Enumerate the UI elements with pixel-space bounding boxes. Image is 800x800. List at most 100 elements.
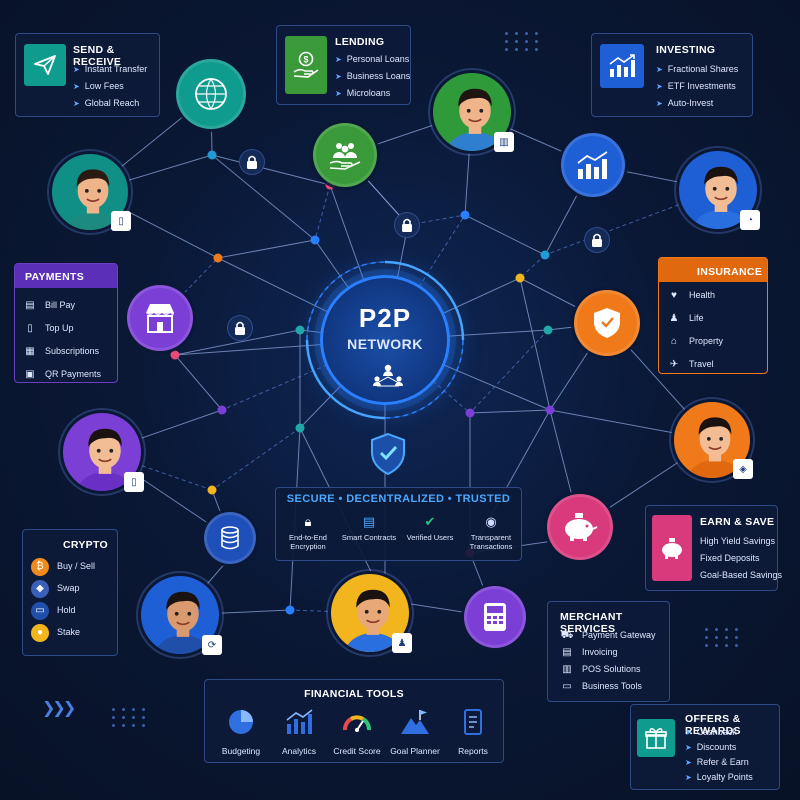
tool-analytics[interactable]: Analytics — [269, 708, 329, 756]
list-item[interactable]: ➤ETF Investments — [656, 81, 736, 91]
list-item[interactable]: ➤Global Reach — [73, 98, 140, 108]
security-panel[interactable]: SECURE • DECENTRALIZED • TRUSTED 🔒︎ End-… — [275, 487, 522, 561]
swap-badge-icon: ⟳ — [202, 635, 222, 655]
financial-tools-panel[interactable]: FINANCIAL TOOLS Budgeting Analytics Cred… — [204, 679, 504, 763]
network-node-dot — [460, 210, 470, 220]
list-item[interactable]: ▤Invoicing — [560, 644, 656, 661]
trust-item-verified[interactable]: ✔ Verified Users — [400, 514, 460, 542]
payments-node[interactable] — [127, 285, 193, 351]
list-item[interactable]: ♟Life — [667, 307, 723, 330]
shield-icon — [594, 308, 620, 338]
tool-budgeting[interactable]: Budgeting — [211, 708, 271, 756]
list-item[interactable]: ₿Buy / Sell — [31, 555, 95, 577]
clock-badge-icon: ◔ — [740, 210, 760, 230]
p2p-network-hub[interactable]: P2P NETWORK — [320, 275, 450, 405]
offers-rewards-panel[interactable]: OFFERS & REWARDS ➤Cashback ➤Discounts ➤R… — [630, 704, 780, 790]
list-item[interactable]: ▦Subscriptions — [23, 340, 101, 363]
list-item[interactable]: ➤Auto-Invest — [656, 98, 714, 108]
invoice-icon: ▤ — [562, 647, 572, 658]
investing-panel[interactable]: INVESTING ➤Fractional Shares ➤ETF Invest… — [591, 33, 753, 117]
list-item[interactable]: ▥POS Solutions — [560, 661, 656, 678]
paper-plane-icon — [24, 44, 66, 86]
payments-list: ▤Bill Pay ▯Top Up ▦Subscriptions ▣QR Pay… — [23, 294, 101, 386]
trust-item-transparent[interactable]: ◉ Transparent Transactions — [461, 514, 521, 551]
tool-credit-score[interactable]: Credit Score — [327, 708, 387, 756]
list-item[interactable]: ⌂Property — [667, 330, 723, 353]
merchant-services-panel[interactable]: MERCHANT SERVICES ⛟Payment Gateway ▤Invo… — [547, 601, 670, 702]
svg-text:$: $ — [303, 55, 308, 65]
list-item[interactable]: ➤Microloans — [335, 88, 391, 98]
network-node-dot — [207, 485, 217, 495]
list-item[interactable]: ▣QR Payments — [23, 363, 101, 386]
trust-item-label: Smart Contracts — [341, 533, 397, 542]
globe-node[interactable] — [176, 59, 246, 129]
crypto-node[interactable] — [204, 512, 256, 564]
gift-icon — [637, 719, 675, 757]
people-network-icon — [373, 364, 403, 387]
tool-reports[interactable]: Reports — [443, 708, 503, 756]
house-icon: ⌂ — [670, 336, 678, 347]
list-item[interactable]: ➤Instant Transfer — [73, 64, 148, 74]
merchant-node[interactable] — [464, 586, 526, 648]
list-item[interactable]: ⛟Payment Gateway — [560, 627, 656, 644]
user-avatar-5[interactable] — [671, 399, 753, 481]
stake-coin-icon: ● — [31, 624, 49, 642]
insurance-panel[interactable]: INSURANCE ♥Health ♟Life ⌂Property ✈Trave… — [658, 257, 768, 374]
list-item[interactable]: ✈Travel — [667, 353, 723, 376]
list-item[interactable]: ●Stake — [31, 621, 95, 643]
person-avatar-icon — [344, 589, 402, 652]
send-receive-list: ➤Instant Transfer ➤Low Fees ➤Global Reac… — [73, 61, 147, 112]
group-hand-icon — [329, 143, 361, 170]
lending-node[interactable] — [313, 123, 377, 187]
person-avatar-icon — [446, 88, 504, 151]
shield-badge-icon: ◈ — [733, 459, 753, 479]
send-receive-panel[interactable]: SEND & RECEIVE ➤Instant Transfer ➤Low Fe… — [15, 33, 160, 117]
mobile-badge-icon: ▯ — [124, 472, 144, 492]
list-item[interactable]: ➤Loyalty Points — [685, 772, 753, 782]
list-item[interactable]: ➤Business Loans — [335, 71, 411, 81]
send-receive-title: SEND & RECEIVE — [73, 44, 122, 68]
list-item[interactable]: ➤Personal Loans — [335, 54, 410, 64]
trust-item-encryption[interactable]: 🔒︎ End-to-End Encryption — [278, 514, 338, 551]
earn-save-title: EARN & SAVE — [700, 516, 775, 528]
list-item[interactable]: ▤Bill Pay — [23, 294, 101, 317]
savings-node[interactable] — [547, 494, 613, 560]
crypto-panel[interactable]: CRYPTO ₿Buy / Sell ◆Swap ▭Hold ●Stake — [22, 529, 118, 656]
network-link — [519, 254, 546, 279]
list-item[interactable]: ▯Top Up — [23, 317, 101, 340]
payments-panel[interactable]: PAYMENTS ▤Bill Pay ▯Top Up ▦Subscription… — [14, 263, 118, 383]
savings-piggy-icon — [652, 515, 692, 581]
merchant-list: ⛟Payment Gateway ▤Invoicing ▥POS Solutio… — [560, 627, 656, 695]
network-node-dot — [543, 325, 553, 335]
lending-panel[interactable]: $ LENDING ➤Personal Loans ➤Business Loan… — [276, 25, 411, 105]
list-item[interactable]: ➤Discounts — [685, 742, 737, 752]
list-item[interactable]: ◆Swap — [31, 577, 95, 599]
group-badge-icon: ♟ — [392, 633, 412, 653]
earn-save-panel[interactable]: EARN & SAVE High Yield Savings Fixed Dep… — [645, 505, 782, 591]
tool-goal-planner[interactable]: Goal Planner — [385, 708, 445, 756]
network-link — [314, 184, 331, 241]
list-item[interactable]: ♥Health — [667, 284, 723, 307]
list-item[interactable]: ▭Business Tools — [560, 678, 656, 695]
insurance-node[interactable] — [574, 290, 640, 356]
lock-icon: 🔒︎ — [304, 514, 312, 529]
list-item[interactable]: ➤Fractional Shares — [656, 64, 739, 74]
user-avatar-7[interactable] — [328, 571, 412, 655]
piggy-bank-icon — [565, 513, 598, 541]
list-item[interactable]: High Yield Savings — [700, 536, 776, 546]
list-item[interactable]: ➤Refer & Earn — [685, 757, 749, 767]
list-item[interactable]: Fixed Deposits — [700, 553, 760, 563]
earn-save-list: High Yield Savings Fixed Deposits Goal-B… — [700, 533, 782, 584]
list-item[interactable]: ➤Cashback — [685, 727, 737, 737]
list-item[interactable]: Goal-Based Savings — [700, 570, 783, 580]
list-item[interactable]: ➤Low Fees — [73, 81, 124, 91]
payments-header — [15, 264, 117, 288]
decorative-dots — [705, 628, 740, 647]
network-node-dot — [545, 405, 555, 415]
subscription-icon: ▦ — [25, 346, 35, 357]
list-item[interactable]: ▭Hold — [31, 599, 95, 621]
chevrons-icon: ❯❯❯ — [42, 700, 76, 717]
investing-node[interactable] — [561, 133, 625, 197]
trust-item-contracts[interactable]: ▤ Smart Contracts — [339, 514, 399, 542]
tool-label: Goal Planner — [390, 746, 440, 756]
